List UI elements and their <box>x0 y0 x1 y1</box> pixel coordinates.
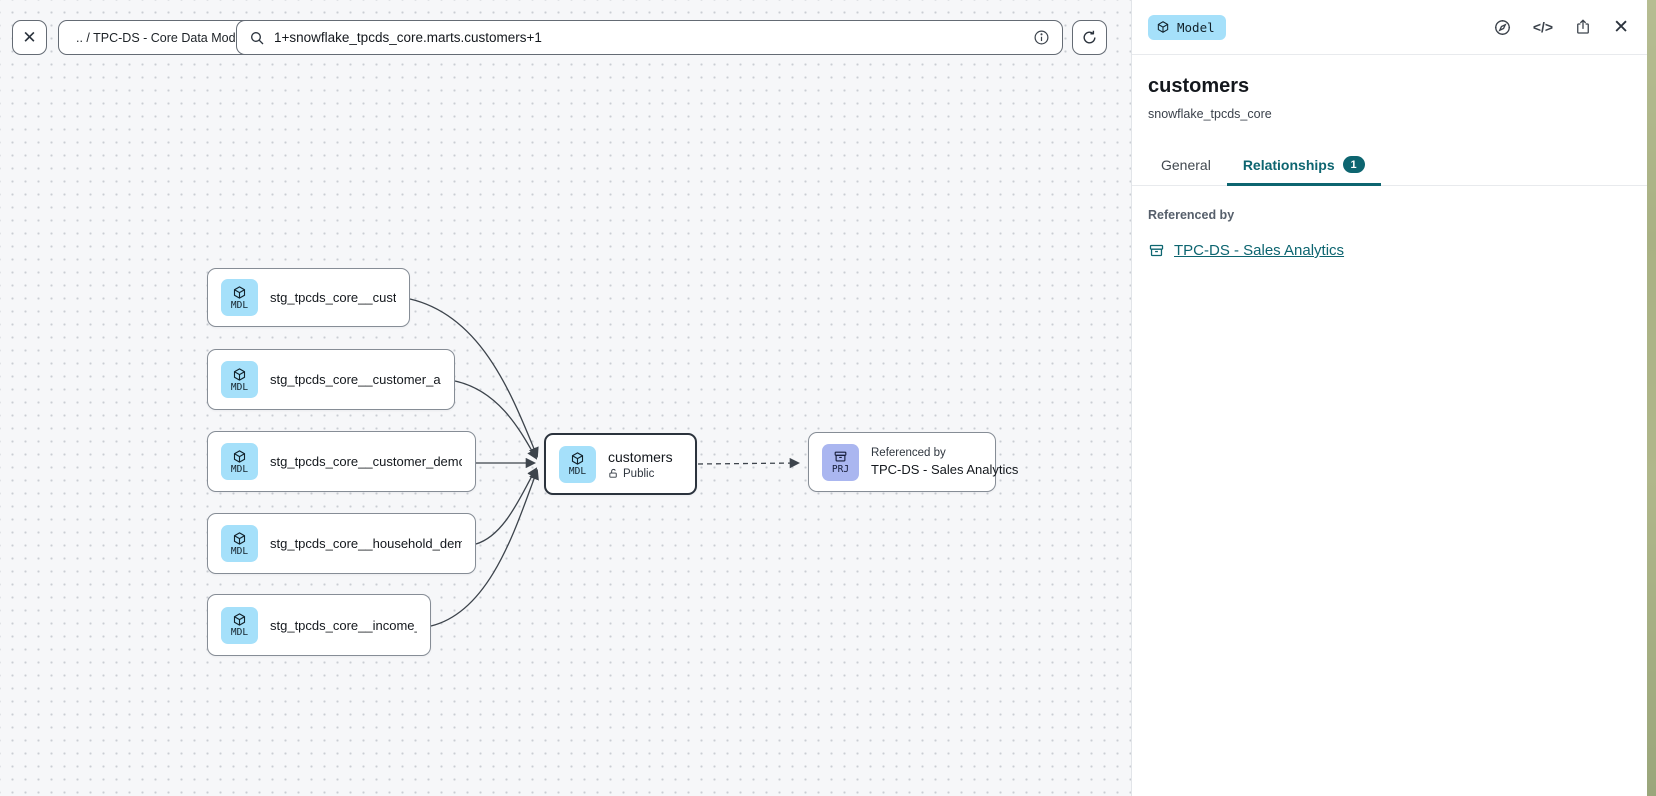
badge-label: MDL <box>230 463 249 475</box>
lock-open-icon <box>609 468 617 478</box>
node-title: customers <box>608 448 673 465</box>
lineage-canvas[interactable]: MDL stg_tpcds_core__customer MDL stg_tpc… <box>0 0 1131 796</box>
lineage-node-customers-selected[interactable]: MDL customers Public <box>544 433 697 495</box>
close-lineage-button[interactable]: ✕ <box>12 20 47 55</box>
tab-general[interactable]: General <box>1145 157 1227 185</box>
node-label: stg_tpcds_core__household_demogr... <box>270 536 462 551</box>
refresh-button[interactable] <box>1072 20 1107 55</box>
referenced-by-heading: Referenced by <box>1148 208 1235 222</box>
relationships-count-badge: 1 <box>1342 156 1365 173</box>
explore-lineage-button[interactable] <box>1493 18 1512 37</box>
cube-icon <box>571 452 584 466</box>
lineage-node-stg-customer-address[interactable]: MDL stg_tpcds_core__customer_address <box>207 349 455 410</box>
cube-icon <box>233 613 246 627</box>
cube-icon <box>233 285 246 299</box>
close-panel-button[interactable]: ✕ <box>1613 18 1629 37</box>
lineage-edges <box>409 298 801 627</box>
panel-header: Model </> ✕ <box>1132 0 1647 55</box>
panel-title: customers <box>1148 75 1250 97</box>
panel-tabs: General Relationships 1 <box>1132 145 1647 186</box>
breadcrumb[interactable]: .. / TPC-DS - Core Data Models <box>58 20 270 55</box>
tab-label: General <box>1161 157 1211 173</box>
referenced-by-project-link[interactable]: TPC-DS - Sales Analytics <box>1174 242 1345 259</box>
archive-icon <box>1149 244 1164 257</box>
lineage-node-stg-income-band[interactable]: MDL stg_tpcds_core__income_band <box>207 594 431 656</box>
share-icon <box>1577 19 1589 34</box>
cube-icon <box>1157 21 1169 33</box>
node-title: TPC-DS - Sales Analytics <box>871 462 1019 477</box>
node-label: stg_tpcds_core__customer_address <box>270 372 441 387</box>
node-label: stg_tpcds_core__income_band <box>270 617 417 633</box>
lineage-node-stg-household-demographics[interactable]: MDL stg_tpcds_core__household_demogr... <box>207 513 476 574</box>
badge-label: MDL <box>230 627 249 639</box>
badge-label: MDL <box>568 466 587 478</box>
breadcrumb-label: .. / TPC-DS - Core Data Models <box>76 30 252 45</box>
lineage-search: 1+snowflake_tpcds_core.marts.customers+1 <box>236 20 1063 55</box>
model-type-badge: MDL <box>221 606 258 644</box>
resource-type-chip: Model <box>1148 14 1226 40</box>
refresh-icon <box>1083 30 1096 44</box>
cube-icon <box>233 449 246 463</box>
node-visibility: Public <box>623 467 655 480</box>
model-type-badge: MDL <box>221 361 258 398</box>
info-icon[interactable] <box>1033 29 1050 46</box>
view-code-button[interactable]: </> <box>1533 19 1553 35</box>
archive-icon <box>834 451 847 462</box>
close-icon: ✕ <box>22 28 37 47</box>
tab-label: Relationships <box>1242 156 1335 173</box>
panel-subtitle: snowflake_tpcds_core <box>1148 107 1272 121</box>
compass-icon <box>1494 19 1510 35</box>
project-type-badge: PRJ <box>822 443 859 481</box>
close-icon: ✕ <box>1613 16 1629 38</box>
badge-label: MDL <box>230 381 249 393</box>
node-kicker: Referenced by <box>871 447 946 459</box>
cube-icon <box>233 367 246 381</box>
badge-label: MDL <box>230 299 249 311</box>
model-type-badge: MDL <box>221 443 258 480</box>
model-type-badge: MDL <box>559 445 596 483</box>
tab-relationships[interactable]: Relationships 1 <box>1226 156 1381 186</box>
badge-label: PRJ <box>831 464 850 476</box>
model-type-badge: MDL <box>221 279 258 316</box>
share-button[interactable] <box>1574 18 1592 36</box>
code-icon: </> <box>1532 19 1554 35</box>
lineage-node-sales-analytics-project[interactable]: PRJ Referenced by TPC-DS - Sales Analyti… <box>808 432 1019 492</box>
resource-type-label: Model <box>1177 19 1215 35</box>
detail-panel: Model </> ✕ customers snowflake_tpcds_co… <box>1131 0 1647 796</box>
model-type-badge: MDL <box>221 525 258 562</box>
lineage-node-stg-customer-demographics[interactable]: MDL stg_tpcds_core__customer_demogra... <box>207 431 476 492</box>
search-icon <box>251 31 264 44</box>
cube-icon <box>233 531 246 545</box>
search-input[interactable]: 1+snowflake_tpcds_core.marts.customers+1 <box>274 30 542 45</box>
badge-label: MDL <box>230 545 249 557</box>
node-label: stg_tpcds_core__customer <box>270 290 396 305</box>
lineage-node-stg-customer[interactable]: MDL stg_tpcds_core__customer <box>207 268 410 327</box>
node-label: stg_tpcds_core__customer_demogra... <box>270 454 462 469</box>
canvas-toolbar: ✕ .. / TPC-DS - Core Data Models 1+snowf… <box>0 0 1131 74</box>
desktop-edge-strip <box>1647 0 1656 796</box>
